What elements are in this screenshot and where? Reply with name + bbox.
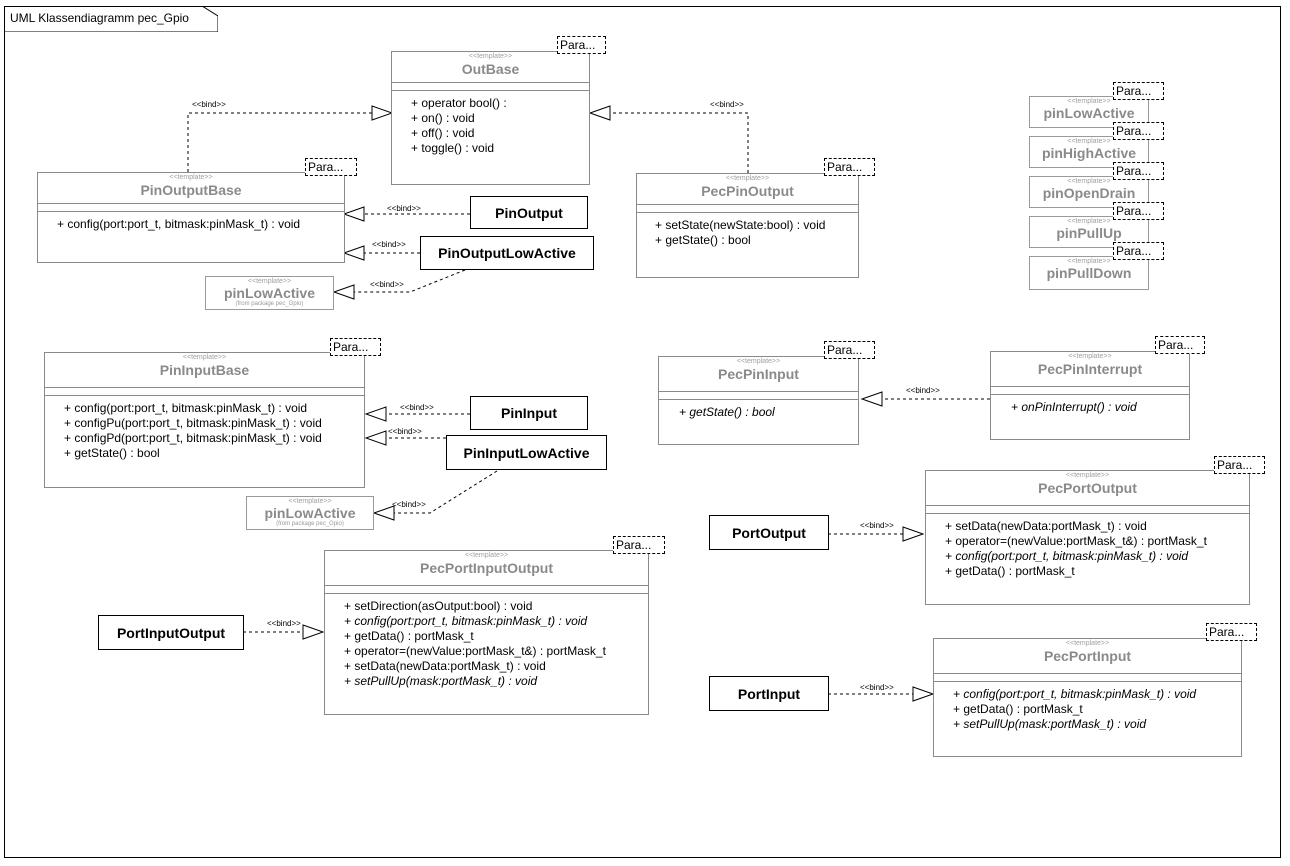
- class-name: PecPinInput: [718, 366, 799, 382]
- template-parameter-box: Para...: [1113, 162, 1164, 180]
- class-name: PecPortInputOutput: [420, 560, 553, 576]
- class-pecpininput[interactable]: <<template>> PecPinInput + getState() : …: [658, 356, 859, 445]
- realize-arrow: [332, 284, 355, 300]
- class-name: PinOutputBase: [140, 182, 242, 198]
- class-pinoutputlowactive[interactable]: PinOutputLowActive: [420, 236, 594, 270]
- class-name: PecPortOutput: [1038, 480, 1137, 496]
- frame-title-tab: [4, 6, 218, 32]
- operations-compartment: + getState() : bool: [659, 399, 858, 420]
- class-pinoutputbase[interactable]: <<template>> PinOutputBase + config(port…: [37, 172, 345, 263]
- template-pinpullup[interactable]: <<template>> pinPullUp: [1029, 216, 1149, 248]
- bind-label: <<bind>>: [388, 427, 422, 436]
- attributes-compartment: [392, 82, 589, 83]
- class-name: PecPinOutput: [701, 183, 794, 199]
- attributes-compartment: [926, 505, 1249, 506]
- realize-arrow: [372, 505, 395, 521]
- class-pecpinoutput[interactable]: <<template>> PecPinOutput + setState(new…: [636, 173, 859, 278]
- realize-arrow: [302, 624, 325, 640]
- template-parameter-box: Para...: [1113, 122, 1164, 140]
- template-parameter-box: Para...: [1113, 202, 1164, 220]
- bind-line-pinoutputlowactive-pinlowactive: [354, 269, 466, 293]
- bind-line-pecpinoutput-outbase: [610, 112, 749, 173]
- operations-compartment: + onPinInterrupt() : void: [991, 394, 1189, 415]
- attributes-compartment: [934, 673, 1241, 674]
- template-parameter-box: Para...: [824, 158, 875, 176]
- bind-label: <<bind>>: [387, 204, 421, 213]
- realize-arrow: [371, 105, 394, 121]
- operations-compartment: + config(port:port_t, bitmask:pinMask_t)…: [934, 681, 1241, 732]
- class-portinputoutput[interactable]: PortInputOutput: [98, 615, 244, 650]
- realize-arrow: [912, 686, 935, 702]
- realize-arrow: [342, 206, 365, 222]
- operations-compartment: + setDirection(asOutput:bool) : void + c…: [325, 593, 648, 689]
- realize-arrow: [364, 406, 387, 422]
- template-parameter-box: Para...: [305, 158, 357, 176]
- class-pininputlowactive[interactable]: PinInputLowActive: [446, 435, 607, 470]
- class-outbase[interactable]: <<template>> OutBase + operator bool() :…: [391, 51, 590, 185]
- class-pecportinputoutput[interactable]: <<template>> PecPortInputOutput + setDir…: [324, 550, 649, 715]
- template-parameter-box: Para...: [1155, 336, 1205, 354]
- attributes-compartment: [45, 387, 364, 388]
- class-name: PinInputBase: [159, 362, 250, 378]
- attributes-compartment: [325, 585, 648, 586]
- operations-compartment: + operator bool() : + on() : void + off(…: [392, 90, 589, 156]
- attributes-compartment: [38, 203, 344, 204]
- bind-label: <<bind>>: [906, 386, 940, 395]
- class-pecportinput[interactable]: <<template>> PecPortInput + config(port:…: [933, 638, 1242, 757]
- attributes-compartment: [637, 204, 858, 205]
- template-pinpulldown[interactable]: <<template>> pinPullDown: [1029, 256, 1149, 290]
- bind-label: <<bind>>: [192, 100, 226, 109]
- bind-label: <<bind>>: [370, 280, 404, 289]
- attributes-compartment: [659, 391, 858, 392]
- operations-compartment: + setData(newData:portMask_t) : void + o…: [926, 513, 1249, 579]
- attributes-compartment: [991, 386, 1189, 387]
- class-pininput[interactable]: PinInput: [470, 396, 588, 430]
- class-pecpininterrupt[interactable]: <<template>> PecPinInterrupt + onPinInte…: [990, 351, 1190, 440]
- class-name: PecPinInterrupt: [1037, 361, 1143, 377]
- bind-label: <<bind>>: [267, 619, 301, 628]
- class-name: PecPortInput: [1043, 648, 1132, 664]
- diagram-title: UML Klassendiagramm pec_Gpio: [10, 11, 189, 25]
- realize-arrow: [364, 430, 387, 446]
- class-name: OutBase: [461, 61, 520, 77]
- bind-label: <<bind>>: [710, 100, 744, 109]
- operations-compartment: + config(port:port_t, bitmask:pinMask_t)…: [45, 395, 364, 461]
- bind-label: <<bind>>: [400, 403, 434, 412]
- operations-compartment: + config(port:port_t, bitmask:pinMask_t)…: [38, 211, 344, 232]
- template-parameter-box: Para...: [1214, 456, 1265, 474]
- class-portoutput[interactable]: PortOutput: [709, 515, 829, 550]
- bind-label: <<bind>>: [392, 500, 426, 509]
- bind-label: <<bind>>: [860, 683, 894, 692]
- template-parameter-box: Para...: [613, 536, 665, 554]
- bind-label: <<bind>>: [372, 240, 406, 249]
- diagram-frame: [4, 6, 1281, 858]
- bind-label: <<bind>>: [860, 521, 894, 530]
- template-parameter-box: Para...: [1113, 242, 1164, 260]
- template-parameter-box: Para...: [1206, 623, 1257, 641]
- template-pinlowactive-ref[interactable]: <<template>> pinLowActive (from package …: [205, 276, 334, 310]
- realize-arrow: [588, 105, 611, 121]
- bind-line-pininputlowactive-pinlowactive: [394, 470, 498, 514]
- class-pecportoutput[interactable]: <<template>> PecPortOutput + setData(new…: [925, 470, 1250, 605]
- realize-arrow: [902, 526, 925, 542]
- class-portinput[interactable]: PortInput: [709, 676, 829, 711]
- template-pinlowactive-ref[interactable]: <<template>> pinLowActive (from package …: [246, 496, 374, 530]
- realize-arrow: [860, 391, 883, 407]
- class-pinoutput[interactable]: PinOutput: [470, 196, 588, 229]
- template-parameter-box: Para...: [824, 341, 875, 359]
- bind-line-pinoutputbase-outbase: [187, 112, 372, 172]
- realize-arrow: [342, 245, 365, 261]
- template-parameter-box: Para...: [557, 36, 606, 54]
- template-parameter-box: Para...: [1113, 82, 1164, 100]
- class-pininputbase[interactable]: <<template>> PinInputBase + config(port:…: [44, 352, 365, 488]
- operations-compartment: + setState(newState:bool) : void + getSt…: [637, 212, 858, 248]
- template-parameter-box: Para...: [330, 338, 381, 356]
